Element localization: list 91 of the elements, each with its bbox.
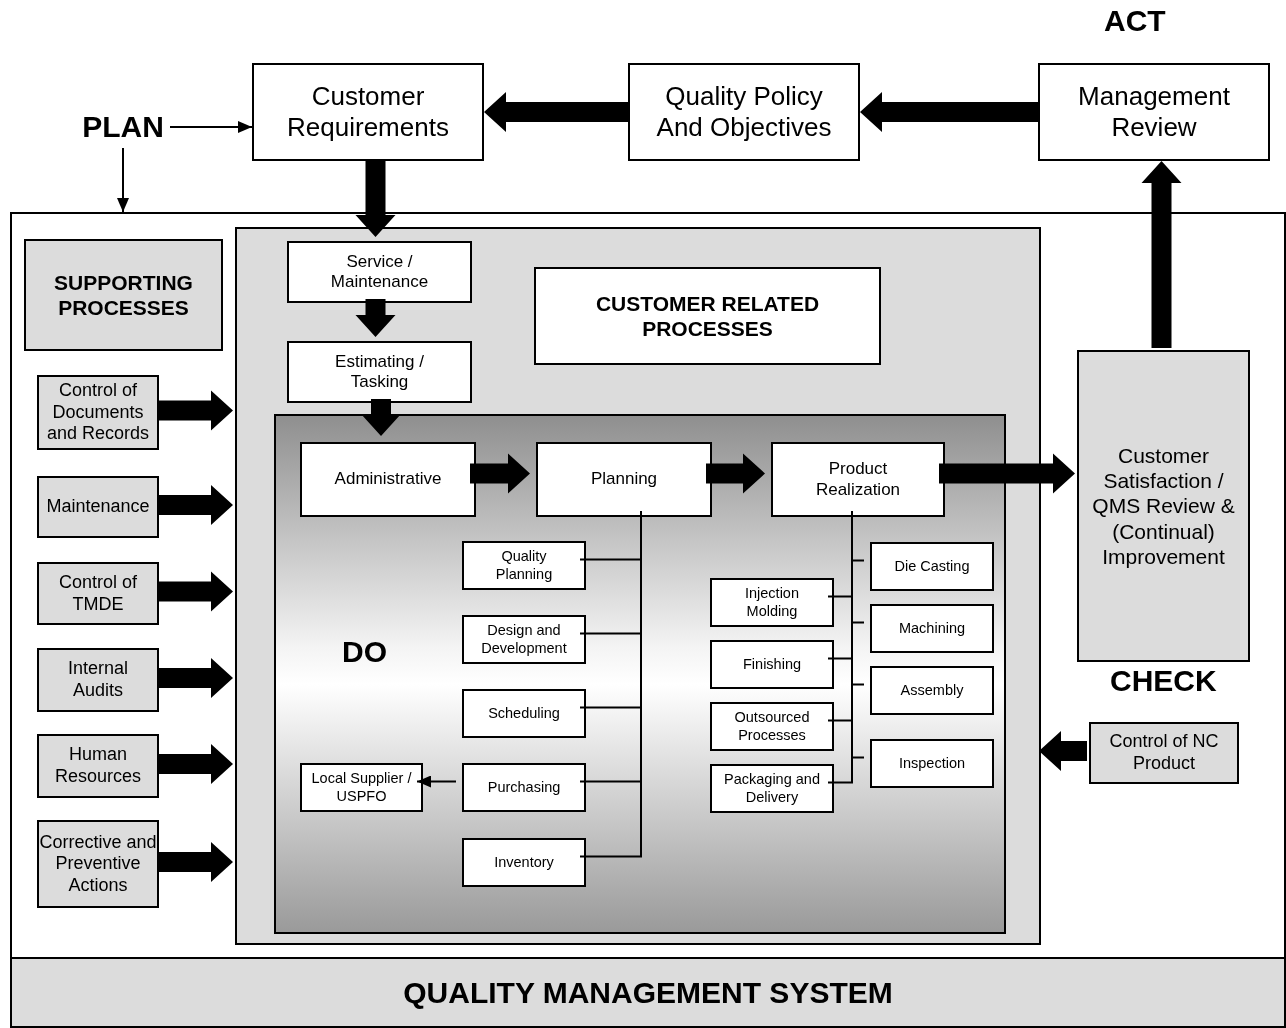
block-arrow xyxy=(361,399,401,436)
box-text: Quality Planning xyxy=(494,548,554,583)
box-text: Purchasing xyxy=(487,778,561,797)
process-panel xyxy=(235,227,1041,945)
phase-label: ACT xyxy=(1104,4,1166,38)
process-box xyxy=(870,739,994,788)
process-box xyxy=(37,476,159,538)
box-text: Administrative xyxy=(334,469,442,490)
process-box xyxy=(771,442,945,517)
box-text: Corrective and Preventive Actions xyxy=(39,831,157,897)
block-arrow xyxy=(470,453,530,494)
arrow xyxy=(416,775,457,788)
process-box xyxy=(462,763,586,812)
box-text: CUSTOMER RELATED PROCESSES xyxy=(594,290,821,342)
block-arrow xyxy=(157,571,233,612)
box-text: Scheduling xyxy=(488,704,560,723)
box-text: Packaging and Delivery xyxy=(723,771,821,806)
process-box xyxy=(628,63,860,161)
block-arrow xyxy=(860,92,1038,132)
box-text: Local Supplier / USPFO xyxy=(310,770,413,805)
block-arrow xyxy=(355,161,396,237)
process-box xyxy=(37,375,159,450)
phase-label: CHECK xyxy=(1110,664,1217,698)
review-box xyxy=(1077,350,1250,662)
box-text: Control of NC Product xyxy=(1109,731,1219,775)
title-band: QUALITY MANAGEMENT SYSTEM xyxy=(12,957,1284,1026)
process-box xyxy=(870,542,994,591)
process-box xyxy=(37,734,159,798)
arrow xyxy=(117,147,129,213)
block-arrow xyxy=(939,453,1075,494)
process-box xyxy=(1089,722,1239,784)
phase-label: DO xyxy=(342,634,387,670)
block-arrow xyxy=(157,744,233,784)
process-box xyxy=(536,442,712,517)
process-box xyxy=(300,442,476,517)
process-box xyxy=(462,615,586,664)
box-text: Assembly xyxy=(900,681,964,700)
do-panel xyxy=(274,414,1006,934)
box-text: Inventory xyxy=(494,853,554,872)
block-arrow xyxy=(355,299,396,337)
process-box xyxy=(462,838,586,887)
process-box xyxy=(710,578,834,627)
box-text: Service / Maintenance xyxy=(329,251,430,293)
process-box xyxy=(37,562,159,625)
box-text: Control of Documents and Records xyxy=(45,380,151,445)
box-text: Die Casting xyxy=(894,557,970,576)
box-text: Injection Molding xyxy=(744,585,800,620)
system-frame xyxy=(10,212,1286,1028)
box-text: Outsourced Processes xyxy=(733,709,811,744)
arrow xyxy=(169,121,253,133)
box-text: Design and Development xyxy=(480,622,568,657)
phase-label: PLAN xyxy=(76,106,170,148)
block-arrow xyxy=(157,658,233,698)
heading-box xyxy=(534,267,881,365)
process-box xyxy=(1038,63,1270,161)
box-text: Planning xyxy=(590,469,658,490)
heading-box xyxy=(24,239,223,351)
box-text: Human Resources xyxy=(53,744,142,788)
box-text: Machining xyxy=(898,619,966,638)
process-box xyxy=(287,341,472,403)
box-text: Control of TMDE xyxy=(57,571,138,616)
process-box xyxy=(710,702,834,751)
process-box xyxy=(462,689,586,738)
box-text: Inspection xyxy=(898,754,966,773)
box-text: Internal Audits xyxy=(66,658,129,702)
process-box xyxy=(37,820,159,908)
box-text: Finishing xyxy=(743,655,801,674)
process-box xyxy=(252,63,484,161)
box-text: Management Review xyxy=(1077,80,1231,144)
block-arrow xyxy=(1141,161,1182,348)
box-text: Maintenance xyxy=(46,496,150,518)
block-arrow xyxy=(157,842,233,882)
process-box xyxy=(710,764,834,813)
box-text: Product Realization xyxy=(814,459,902,500)
process-box xyxy=(287,241,472,303)
process-box xyxy=(462,541,586,590)
block-arrow xyxy=(706,453,765,494)
box-text: Customer Satisfaction / QMS Review & (Continual) Improvement xyxy=(1091,443,1236,569)
block-arrow xyxy=(157,485,233,525)
process-box xyxy=(870,666,994,715)
box-text: Estimating / Tasking xyxy=(334,351,425,393)
block-arrow xyxy=(157,390,233,431)
box-text: Quality Policy And Objectives xyxy=(655,80,833,144)
process-box xyxy=(870,604,994,653)
box-text: SUPPORTING PROCESSES xyxy=(53,269,194,321)
process-box xyxy=(300,763,423,812)
process-box xyxy=(710,640,834,689)
block-arrow xyxy=(484,92,628,132)
process-box xyxy=(37,648,159,712)
box-text: Customer Requirements xyxy=(286,80,450,144)
block-arrow xyxy=(1039,731,1087,771)
